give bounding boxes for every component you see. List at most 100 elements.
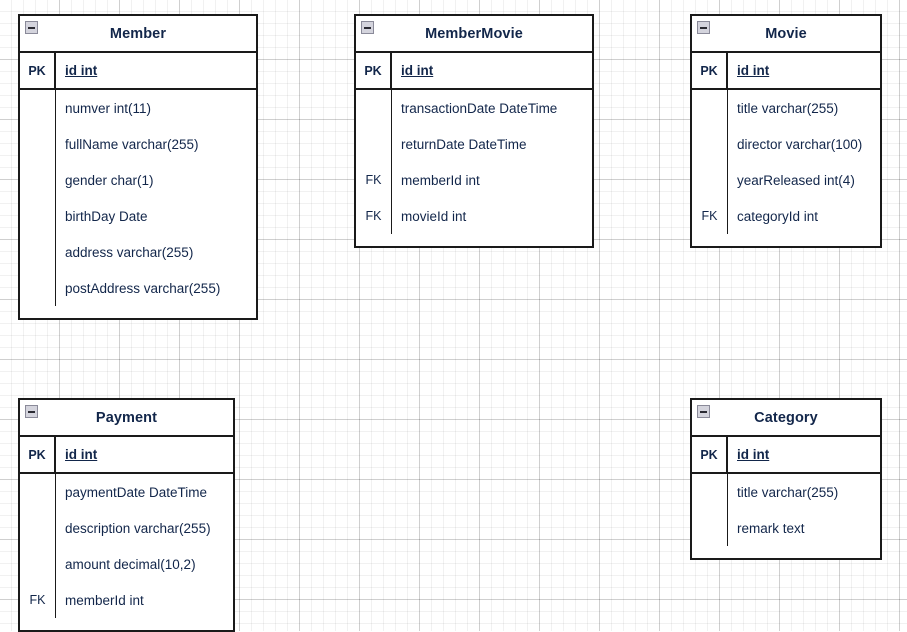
key-constraint-label: [20, 126, 56, 162]
collapse-minus-icon[interactable]: [25, 21, 38, 34]
field-name-type: memberId int: [65, 592, 144, 608]
entity-name: Payment: [95, 409, 158, 426]
field-name-type: address varchar(255): [65, 244, 194, 260]
field-name-type: transactionDate DateTime: [401, 100, 558, 116]
field-row[interactable]: address varchar(255): [20, 234, 256, 270]
field-row[interactable]: FK categoryId int: [692, 198, 880, 234]
primary-key-row[interactable]: PK id int: [20, 53, 256, 90]
key-constraint-label: [20, 510, 56, 546]
key-constraint-label: FK: [20, 582, 56, 618]
field-name-type: id int: [737, 447, 770, 462]
field-row[interactable]: title varchar(255): [692, 474, 880, 510]
key-constraint-label: [20, 90, 56, 126]
field-row[interactable]: yearReleased int(4): [692, 162, 880, 198]
entity-name: Category: [754, 409, 818, 426]
entity-bottom-spacer: [20, 306, 256, 318]
key-constraint-label: [20, 546, 56, 582]
field-name-type: yearReleased int(4): [737, 172, 855, 188]
entity-field-list: PK id int numver int(11) fullName varchar(2…: [20, 53, 256, 318]
field-row[interactable]: numver int(11): [20, 90, 256, 126]
field-name-type: id int: [65, 447, 98, 462]
field-row[interactable]: description varchar(255): [20, 510, 233, 546]
entity-title-bar[interactable]: Payment: [20, 400, 233, 437]
key-constraint-label: FK: [356, 198, 392, 234]
key-constraint-label: PK: [356, 53, 392, 88]
entity-field-list: PK id int title varchar(255) director varch…: [692, 53, 880, 246]
field-row[interactable]: gender char(1): [20, 162, 256, 198]
key-constraint-label: [356, 90, 392, 126]
field-name-type: id int: [737, 63, 770, 78]
entity-bottom-spacer: [692, 546, 880, 558]
field-name-type: postAddress varchar(255): [65, 280, 221, 296]
primary-key-row[interactable]: PK id int: [20, 437, 233, 474]
field-name-type: title varchar(255): [737, 484, 839, 500]
field-name-type: id int: [65, 63, 98, 78]
key-constraint-label: FK: [692, 198, 728, 234]
collapse-minus-icon[interactable]: [25, 405, 38, 418]
key-constraint-label: [20, 234, 56, 270]
key-constraint-label: PK: [20, 53, 56, 88]
field-name-type: categoryId int: [737, 208, 819, 224]
field-row[interactable]: FK memberId int: [356, 162, 592, 198]
collapse-minus-icon[interactable]: [361, 21, 374, 34]
key-constraint-label: PK: [692, 53, 728, 88]
entity-title-bar[interactable]: Member: [20, 16, 256, 53]
field-name-type: returnDate DateTime: [401, 136, 527, 152]
key-constraint-label: [692, 162, 728, 198]
field-name-type: remark text: [737, 520, 805, 536]
field-name-type: fullName varchar(255): [65, 136, 199, 152]
field-row[interactable]: amount decimal(10,2): [20, 546, 233, 582]
key-constraint-label: [692, 126, 728, 162]
field-row[interactable]: paymentDate DateTime: [20, 474, 233, 510]
field-name-type: description varchar(255): [65, 520, 211, 536]
primary-key-row[interactable]: PK id int: [692, 53, 880, 90]
key-constraint-label: [692, 90, 728, 126]
key-constraint-label: [20, 198, 56, 234]
field-row[interactable]: postAddress varchar(255): [20, 270, 256, 306]
entity-name: Movie: [765, 25, 807, 42]
field-name-type: director varchar(100): [737, 136, 863, 152]
field-name-type: numver int(11): [65, 100, 152, 116]
field-name-type: amount decimal(10,2): [65, 556, 196, 572]
entity-bottom-spacer: [356, 234, 592, 246]
collapse-minus-icon[interactable]: [697, 405, 710, 418]
entity-title-bar[interactable]: MemberMovie: [356, 16, 592, 53]
field-row[interactable]: title varchar(255): [692, 90, 880, 126]
field-row[interactable]: fullName varchar(255): [20, 126, 256, 162]
field-row[interactable]: FK movieId int: [356, 198, 592, 234]
key-constraint-label: [692, 510, 728, 546]
field-name-type: movieId int: [401, 208, 467, 224]
field-row[interactable]: remark text: [692, 510, 880, 546]
key-constraint-label: [20, 270, 56, 306]
collapse-minus-icon[interactable]: [697, 21, 710, 34]
field-row[interactable]: birthDay Date: [20, 198, 256, 234]
field-name-type: memberId int: [401, 172, 480, 188]
key-constraint-label: [20, 162, 56, 198]
key-constraint-label: FK: [356, 162, 392, 198]
entity-title-bar[interactable]: Category: [692, 400, 880, 437]
entity-field-list: PK id int paymentDate DateTime description …: [20, 437, 233, 630]
key-constraint-label: PK: [20, 437, 56, 472]
primary-key-row[interactable]: PK id int: [356, 53, 592, 90]
entity-field-list: PK id int transactionDate DateTime returnDa…: [356, 53, 592, 246]
field-row[interactable]: transactionDate DateTime: [356, 90, 592, 126]
entity-bottom-spacer: [20, 618, 233, 630]
field-row[interactable]: returnDate DateTime: [356, 126, 592, 162]
entity-title-bar[interactable]: Movie: [692, 16, 880, 53]
entity-name: Member: [109, 25, 167, 42]
field-name-type: birthDay Date: [65, 208, 148, 224]
entity-name: MemberMovie: [425, 25, 523, 42]
field-row[interactable]: director varchar(100): [692, 126, 880, 162]
entity-bottom-spacer: [692, 234, 880, 246]
field-name-type: title varchar(255): [737, 100, 839, 116]
field-name-type: paymentDate DateTime: [65, 484, 208, 500]
field-name-type: id int: [401, 63, 434, 78]
field-row[interactable]: FK memberId int: [20, 582, 233, 618]
